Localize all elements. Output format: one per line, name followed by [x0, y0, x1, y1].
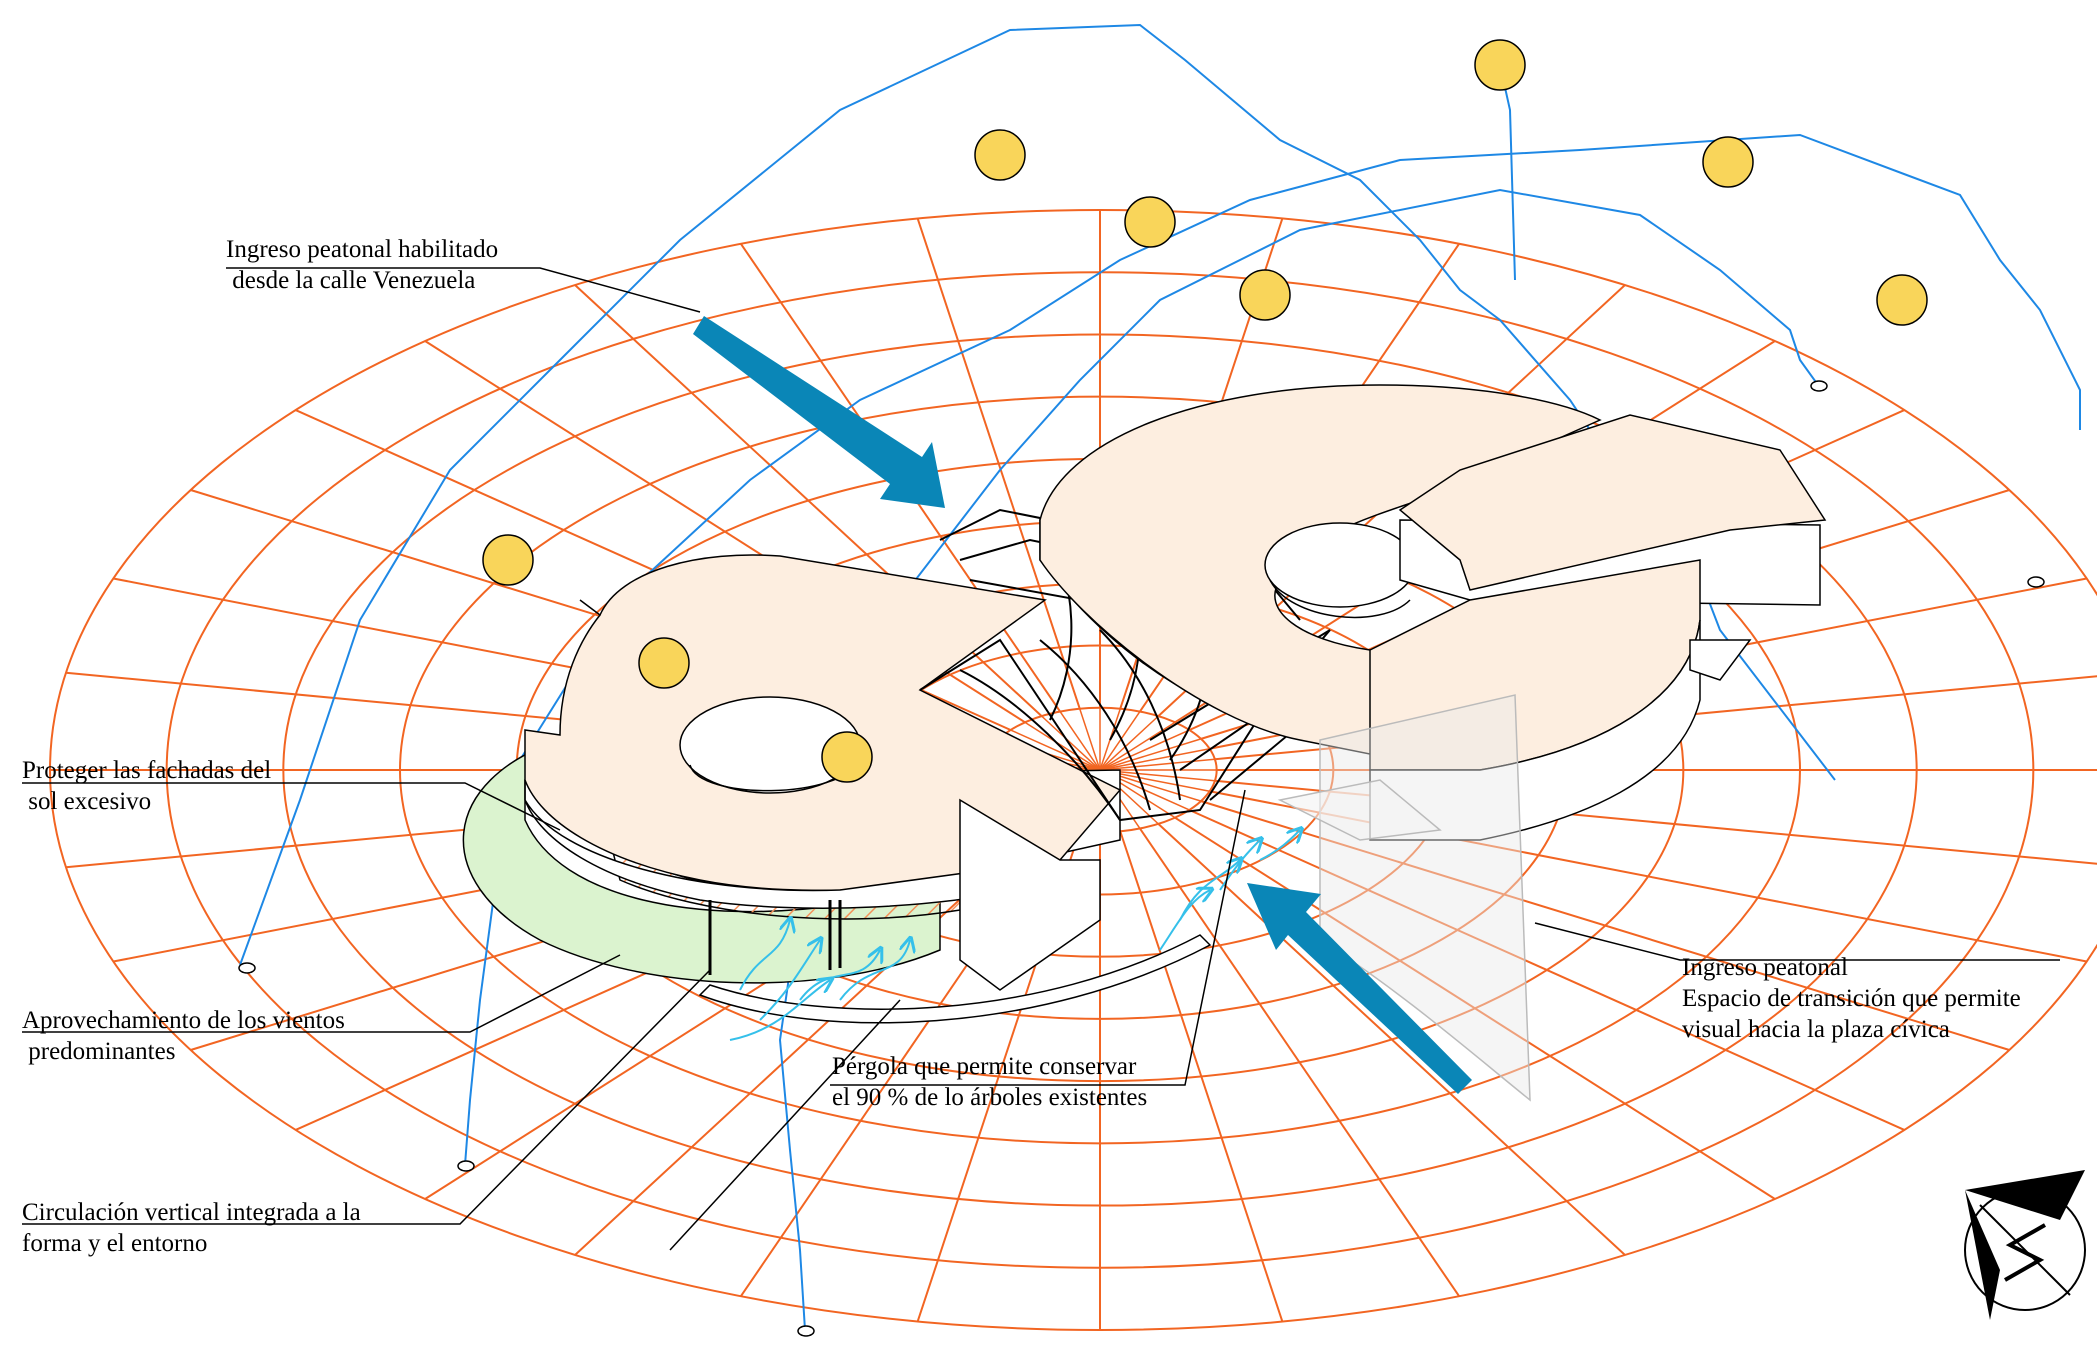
grid-center-spoke: [1099, 758, 1215, 771]
grid-center-spoke: [1041, 715, 1101, 771]
sun-icon: [1876, 274, 1928, 326]
zenith-line: [1499, 64, 1516, 281]
curved-ramp: [698, 934, 1212, 1024]
sun-icon: [638, 637, 690, 689]
wind-arrows: [729, 830, 1300, 1041]
sun-icon: [482, 534, 534, 586]
sun-icon: [1239, 269, 1291, 321]
grid-center-spoke: [1010, 729, 1101, 771]
grid-center-spoke: [1079, 708, 1101, 771]
right-courtyard: [1264, 522, 1416, 608]
grid-center-spoke: [1059, 711, 1101, 771]
grid-center-spoke: [1099, 711, 1141, 771]
left-roof-edge: [524, 780, 1061, 909]
entrance-arrows: [693, 316, 1472, 1094]
annotation-pergola: Pérgola que permite conservar el 90 % de…: [832, 1053, 1148, 1111]
glass-platform: [1277, 779, 1442, 841]
grid-spoke: [1119, 830, 1284, 1322]
annotation-ingreso-peatonal: Ingreso peatonal Espacio de transición q…: [1682, 954, 2021, 1043]
right-wing-wall: [1369, 619, 1701, 841]
octagon-block-roof: [1398, 414, 1827, 591]
grid-center-spoke: [1099, 747, 1210, 771]
grid-center-spoke: [1024, 721, 1101, 771]
annotation-proteger-fachadas: Proteger las fachadas del sol excesivo: [22, 757, 272, 815]
annotation-circulacion-vertical: Circulación vertical integrada a la form…: [22, 1199, 361, 1257]
sun-icon: [1124, 196, 1176, 248]
grid-center-spoke: [1099, 738, 1202, 771]
left-building-block: [959, 798, 1101, 991]
entrance-arrow-venezuela: [693, 316, 945, 508]
right-building: [1039, 384, 1827, 841]
annotation-ingreso-venezuela: Ingreso peatonal habilitado desde la cal…: [226, 236, 499, 294]
entrance-arrow-plaza: [1247, 883, 1472, 1094]
right-ramp: [1689, 639, 1752, 681]
grid-spoke: [1139, 827, 1460, 1297]
sun-markers: [482, 39, 1928, 783]
equinox-sun-path: [778, 188, 1819, 1331]
leader-lines: [22, 267, 2060, 1251]
sun-icon: [1702, 136, 1754, 188]
sun-path-endpoints: [238, 380, 2045, 1337]
grid-spoke: [916, 218, 1081, 710]
right-courtyard-inner: [1269, 579, 1411, 619]
north-arrow-icon: [1964, 1170, 2086, 1320]
grid-center-spoke: [1099, 715, 1159, 771]
sun-icon: [974, 129, 1026, 181]
grid-center-spoke: [1099, 729, 1190, 771]
grid-spoke: [1200, 800, 2010, 1051]
left-building: [524, 554, 1122, 991]
annotation-aprovechamiento-vientos: Aprovechamiento de los vientos predomina…: [22, 1007, 345, 1065]
grid-spoke: [1157, 823, 1626, 1256]
sun-icon: [1474, 39, 1526, 91]
grid-spoke: [1188, 809, 1905, 1131]
sun-icon: [821, 731, 873, 783]
grid-spoke: [1174, 816, 1776, 1200]
